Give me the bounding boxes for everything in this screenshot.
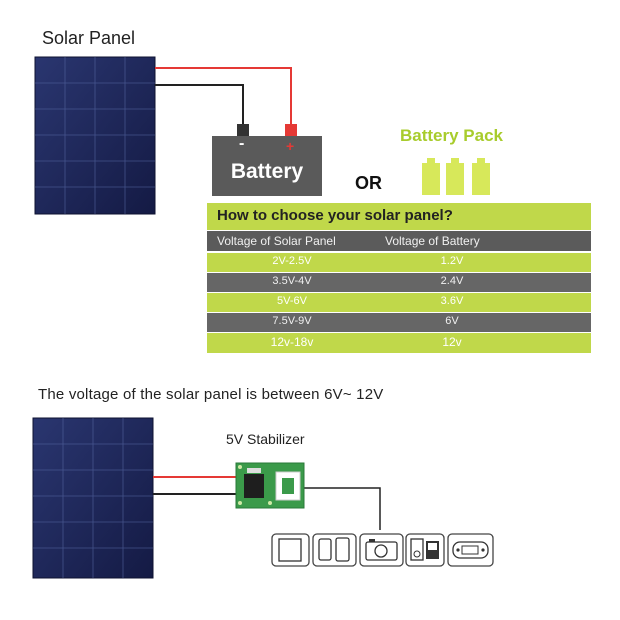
battery-voltage: 12v (442, 335, 462, 349)
battery-label: Battery (230, 160, 304, 183)
red-wire-top (155, 67, 292, 126)
panel-voltage: 3.5V-4V (272, 275, 312, 287)
battery-pack-label: Battery Pack (400, 126, 504, 145)
battery-minus-sign: - (239, 135, 245, 152)
table-row: 12v-18v 12v (207, 333, 591, 353)
table-row: 5V-6V 3.6V (207, 293, 591, 312)
stabilizer-board (235, 462, 305, 509)
media-player-icon (405, 533, 445, 567)
phones-icon (312, 533, 357, 567)
battery-voltage: 6V (445, 315, 459, 327)
battery-voltage: 3.6V (440, 295, 464, 307)
panel-voltage: 7.5V-9V (272, 315, 312, 327)
table-title-bar: How to choose your solar panel? (207, 203, 591, 230)
column-header-panel: Voltage of Solar Panel (217, 234, 336, 248)
battery (212, 124, 322, 196)
battery-voltage: 1.2V (440, 255, 464, 267)
tablet-icon (271, 533, 310, 567)
output-wire (302, 487, 381, 530)
table-row: 3.5V-4V 2.4V (207, 273, 591, 292)
or-label: OR (355, 173, 382, 193)
battery-plus-sign: + (286, 138, 295, 154)
table-row: 2V-2.5V 1.2V (207, 253, 591, 272)
column-header-battery: Voltage of Battery (385, 234, 480, 248)
table-row: 7.5V-9V 6V (207, 313, 591, 332)
camera-icon (359, 533, 404, 567)
black-wire-top (155, 84, 244, 126)
battery-pack (422, 158, 490, 195)
stabilizer-label: 5V Stabilizer (226, 431, 305, 447)
voltage-table: How to choose your solar panel? Voltage … (207, 203, 591, 353)
solar-panel-bottom (32, 417, 154, 579)
panel-voltage: 5V-6V (277, 295, 307, 307)
panel-voltage: 2V-2.5V (272, 255, 312, 267)
table-title: How to choose your solar panel? (217, 207, 453, 224)
solar-panel-top (34, 56, 156, 215)
panel-voltage: 12v-18v (270, 335, 314, 349)
psp-icon (447, 533, 494, 567)
solar-panel-label: Solar Panel (42, 28, 136, 48)
table-header-row: Voltage of Solar Panel Voltage of Batter… (207, 231, 591, 251)
voltage-range-note: The voltage of the solar panel is betwee… (38, 386, 384, 403)
battery-voltage: 2.4V (440, 275, 464, 287)
